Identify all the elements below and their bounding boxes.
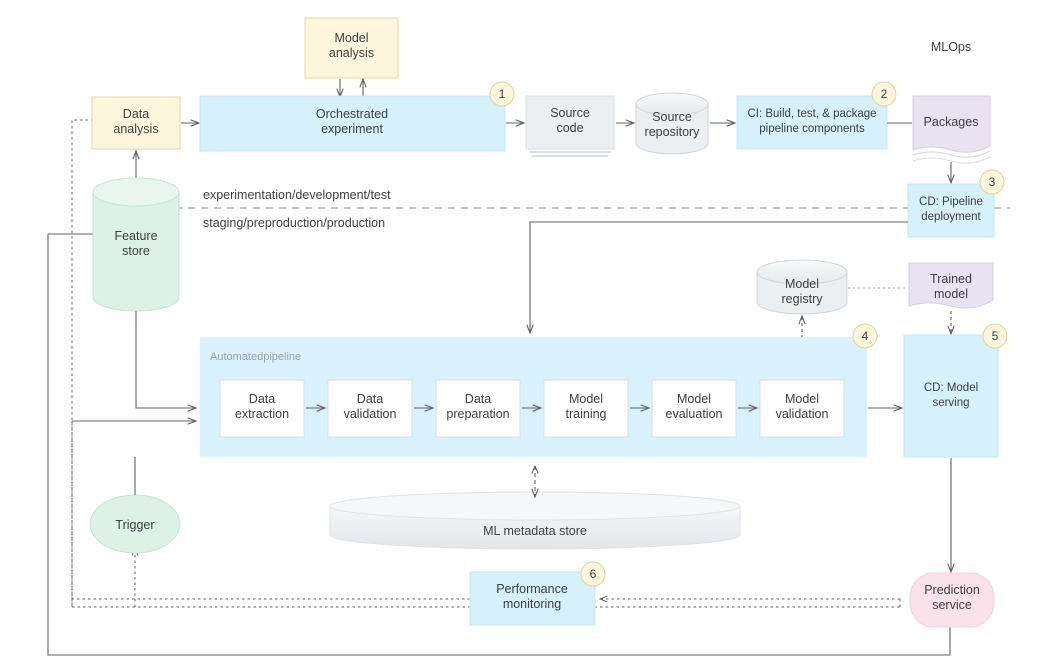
edge-featurestore-to-pipeline xyxy=(135,311,196,408)
trigger-label: Trigger xyxy=(115,518,154,532)
page-title: MLOps xyxy=(931,40,971,54)
node-trigger[interactable]: Trigger xyxy=(89,494,181,554)
badge-3: 3 xyxy=(979,169,1005,195)
env-bottom-label: staging/preproduction/production xyxy=(203,216,385,230)
model-analysis-connector xyxy=(340,79,363,97)
node-packages-label: Packages xyxy=(924,115,979,129)
svg-text:6: 6 xyxy=(590,567,597,581)
svg-text:1: 1 xyxy=(499,87,506,101)
ml-metadata-store-label: ML metadata store xyxy=(483,524,587,538)
outer-return-path xyxy=(47,233,950,656)
node-ml-metadata-store[interactable]: ML metadata store xyxy=(329,491,741,550)
node-packages[interactable]: Packages xyxy=(912,95,991,164)
badge-4: 4 xyxy=(852,323,878,349)
badge-6: 6 xyxy=(580,561,606,587)
edge-cdpipeline-to-automatedpipeline xyxy=(530,221,908,333)
group-label: Automatedpipeline xyxy=(210,351,301,363)
svg-text:2: 2 xyxy=(881,87,888,101)
svg-text:3: 3 xyxy=(989,175,996,189)
env-top-label: experimentation/development/test xyxy=(203,188,391,202)
badge-5: 5 xyxy=(982,323,1008,349)
svg-text:4: 4 xyxy=(862,329,869,343)
group-automated-pipeline: Automatedpipeline xyxy=(200,337,867,457)
badge-2: 2 xyxy=(871,81,897,107)
svg-text:5: 5 xyxy=(992,329,999,343)
badge-1: 1 xyxy=(489,81,515,107)
